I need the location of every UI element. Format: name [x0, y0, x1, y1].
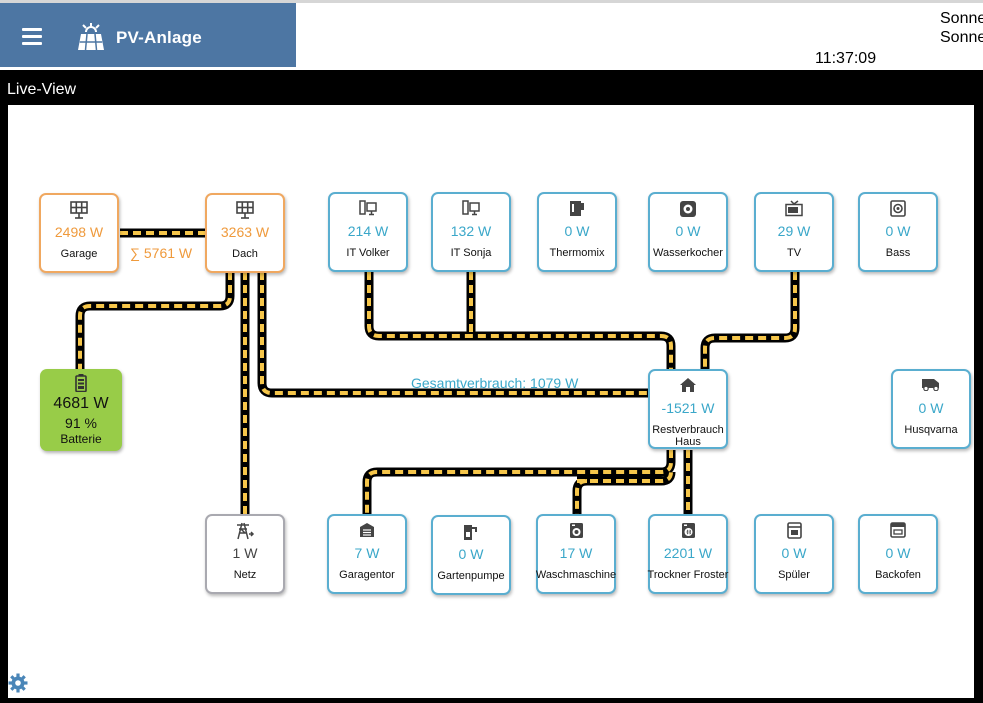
view-title: Live-View [7, 81, 77, 98]
battery-power: 4681 W [53, 395, 109, 412]
battery-icon [75, 374, 87, 392]
node-power: 1 W [232, 545, 258, 561]
total-consumption-label: Gesamtverbrauch: 1079 W [411, 375, 579, 391]
node-power: 0 W [564, 223, 590, 239]
node-power: 17 W [559, 545, 593, 561]
consumer-node-backofen[interactable]: 0 W Backofen [858, 514, 938, 594]
consumer-node-husqvarna[interactable]: 0 W Husqvarna [891, 369, 971, 449]
washing-machine-icon [569, 523, 583, 538]
node-label: Garagentor [339, 569, 395, 581]
solar-node-garage[interactable]: 2498 W Garage [39, 193, 119, 273]
battery-node[interactable]: 4681 W 91 % Batterie [40, 369, 122, 451]
battery-soc: 91 % [65, 415, 97, 431]
node-power: 0 W [781, 545, 807, 561]
consumer-node-spueler[interactable]: 0 W Spüler [754, 514, 834, 594]
app-title: PV-Anlage [116, 28, 202, 47]
clock: 11:37:09 [815, 50, 877, 67]
solar-panel-icon [70, 201, 88, 219]
node-power: 0 W [885, 545, 911, 561]
flow-house-waschmaschine [572, 471, 676, 515]
consumer-node-waschmaschine[interactable]: 17 W Waschmaschine [536, 514, 616, 594]
node-power: 0 W [918, 400, 944, 416]
node-power: 214 W [347, 223, 389, 239]
flow-itvolker-house [364, 272, 676, 370]
node-power: 2498 W [54, 224, 104, 240]
node-power: 7 W [354, 545, 380, 561]
node-power: 29 W [777, 223, 811, 239]
battery-label: Batterie [60, 432, 102, 446]
consumer-node-gartenpumpe[interactable]: 0 W Gartenpumpe [431, 515, 511, 595]
node-label: Dach [232, 248, 258, 260]
node-label: Waschmaschine [535, 569, 617, 581]
house-node[interactable]: -1521 W Restverbrauch Haus [648, 369, 728, 449]
oven-icon [890, 522, 906, 538]
node-label: Spüler [778, 569, 810, 581]
kitchen-mixer-icon [570, 201, 584, 216]
node-power: 2201 W [663, 545, 713, 561]
node-power: 0 W [885, 223, 911, 239]
water-pump-icon [464, 525, 477, 540]
consumer-node-bass[interactable]: 0 W Bass [858, 192, 938, 272]
grid-node[interactable]: 1 W Netz [205, 514, 285, 594]
node-power: 0 W [675, 223, 701, 239]
consumer-node-tv[interactable]: 29 W TV [754, 192, 834, 272]
mower-icon [922, 379, 939, 391]
top-border [0, 0, 983, 3]
node-label: Bass [885, 247, 911, 259]
node-label: Trockner Froster [647, 569, 729, 581]
solar-node-dach[interactable]: 3263 W Dach [205, 193, 285, 273]
tv-icon [785, 200, 803, 217]
flow-dach-battery [75, 272, 235, 370]
node-label: Husqvarna [904, 424, 958, 436]
power-tower-icon [237, 522, 255, 540]
node-power: -1521 W [661, 400, 715, 416]
node-power: 0 W [458, 546, 484, 562]
sun-status-line-1: Sonne [940, 10, 983, 27]
node-label: IT Volker [346, 247, 390, 259]
solar-panel-icon [78, 23, 104, 51]
solar-sum-label: ∑ 5761 W [130, 245, 193, 261]
dryer-icon [681, 523, 695, 538]
consumer-node-trockner-froster[interactable]: 2201 W Trockner Froster [648, 514, 728, 594]
kettle-icon [680, 201, 696, 217]
node-label: Garage [60, 248, 98, 260]
speaker-icon [890, 200, 906, 217]
app-header: PV-Anlage [0, 3, 296, 67]
house-icon [680, 378, 696, 392]
menu-icon[interactable] [22, 28, 42, 45]
node-label: Gartenpumpe [437, 570, 505, 582]
node-label: Restverbrauch Haus [652, 424, 724, 448]
consumer-node-thermomix[interactable]: 0 W Thermomix [537, 192, 617, 272]
computer-icon [359, 200, 377, 216]
gear-icon[interactable] [8, 673, 28, 693]
consumer-node-wasserkocher[interactable]: 0 W Wasserkocher [648, 192, 728, 272]
node-label: TV [786, 247, 802, 259]
garage-door-icon [360, 523, 374, 537]
flow-tv-house [700, 272, 800, 370]
node-label: IT Sonja [450, 247, 492, 259]
node-label: Netz [233, 569, 257, 581]
dishwasher-icon [786, 522, 802, 539]
sun-status-line-2: Sonne [940, 29, 983, 46]
node-label: Backofen [875, 569, 921, 581]
node-label: Thermomix [549, 247, 605, 259]
computer-icon [462, 200, 480, 216]
consumer-node-garagentor[interactable]: 7 W Garagentor [327, 514, 407, 594]
node-power: 3263 W [220, 224, 270, 240]
node-label: Wasserkocher [653, 247, 723, 259]
solar-panel-icon [236, 201, 254, 219]
node-power: 132 W [450, 223, 492, 239]
consumer-node-it-volker[interactable]: 214 W IT Volker [328, 192, 408, 272]
consumer-node-it-sonja[interactable]: 132 W IT Sonja [431, 192, 511, 272]
